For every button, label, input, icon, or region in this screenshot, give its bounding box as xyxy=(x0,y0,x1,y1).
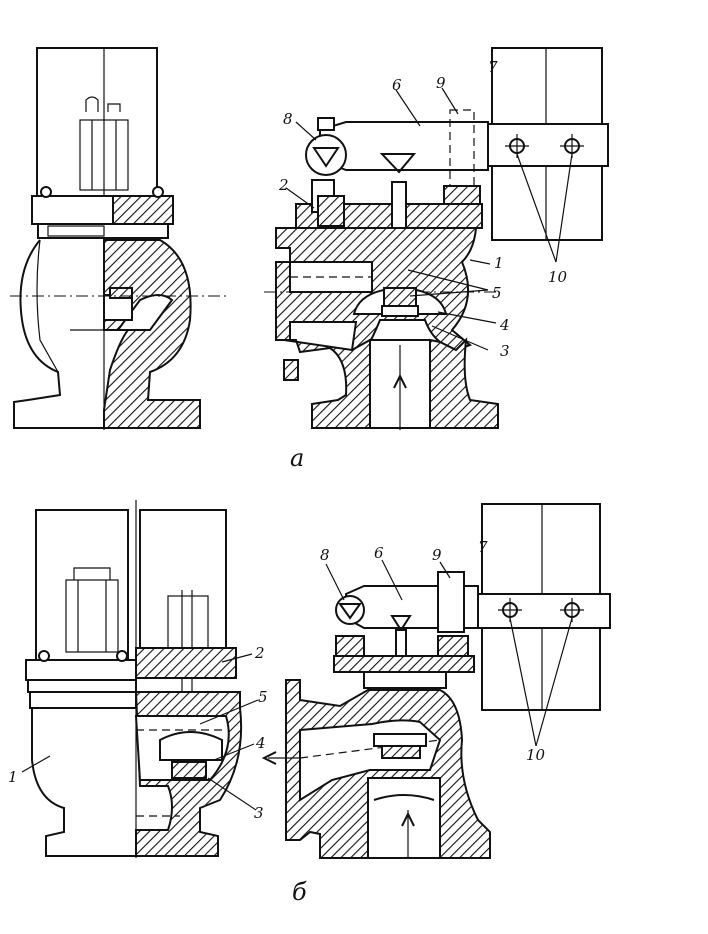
figure-a-label-9: 9 xyxy=(436,74,446,92)
figure-b-right-valve xyxy=(261,503,611,859)
figure-a-right-valve xyxy=(264,47,609,430)
figure-a-label-5: 5 xyxy=(492,284,502,302)
figure-a-left-valve xyxy=(10,47,230,430)
figure-b-label-3: 3 xyxy=(254,804,264,822)
figure-b-label-7: 7 xyxy=(478,538,488,556)
figure-b-label-5: 5 xyxy=(258,688,268,706)
figure-b-label-10: 10 xyxy=(526,746,546,764)
figure-a-label-7: 7 xyxy=(488,58,498,76)
figure-a-label-4: 4 xyxy=(499,316,510,334)
figure-a: 1 2 3 4 5 6 7 8 9 10 a xyxy=(10,47,609,472)
figure-b: 1 2 3 4 5 6 7 8 9 10 б xyxy=(8,500,611,906)
figure-b-label-2: 2 xyxy=(254,644,265,662)
figure-b-left-valve xyxy=(21,500,259,858)
figure-b-label-8: 8 xyxy=(320,546,330,564)
figure-b-caption: б xyxy=(292,878,307,906)
figure-a-label-3: 3 xyxy=(500,342,510,360)
figure-a-label-2: 2 xyxy=(278,176,289,194)
figure-b-label-1: 1 xyxy=(8,768,18,786)
figure-b-label-4: 4 xyxy=(255,734,266,752)
figure-b-label-9: 9 xyxy=(432,546,442,564)
figure-a-caption: a xyxy=(290,444,304,472)
figure-b-label-6: 6 xyxy=(374,544,384,562)
figure-a-label-8: 8 xyxy=(283,110,293,128)
figure-a-label-1: 1 xyxy=(494,254,504,272)
figure-a-label-10: 10 xyxy=(548,268,568,286)
figure-a-label-6: 6 xyxy=(392,76,402,94)
